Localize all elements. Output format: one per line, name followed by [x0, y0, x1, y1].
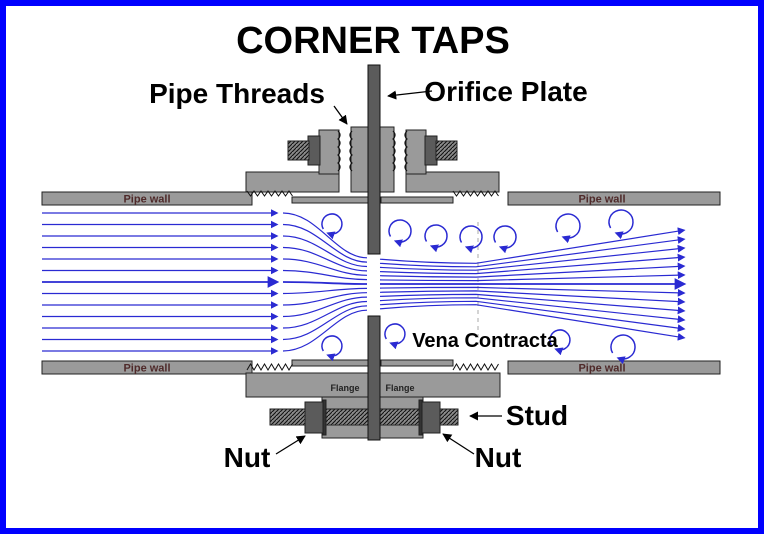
- nut-right-part: [421, 401, 441, 434]
- pipe-wall-lip-bottom-right: [380, 359, 454, 367]
- flow-line-downstream: [379, 253, 686, 275]
- orifice-plate-upper: [367, 64, 381, 255]
- wavy-thread-icon: [392, 130, 396, 172]
- tap-bolt-right-icon: [435, 140, 458, 161]
- tap-fitting-right: [405, 129, 427, 175]
- flow-line-downstream: [379, 236, 686, 268]
- pipe-wall-label-bottom-right: Pipe wall: [578, 363, 625, 375]
- zigzag-thread-icon: [246, 363, 293, 371]
- vena-contracta-label: Vena Contracta: [412, 330, 558, 352]
- flow-line-downstream: [379, 227, 686, 264]
- wavy-thread-icon: [337, 130, 341, 172]
- pipe-wall-label-bottom-left: Pipe wall: [123, 363, 170, 375]
- eddy-swirl-icon: [549, 329, 571, 356]
- flow-line-converging: [282, 246, 368, 272]
- flow-line-downstream: [379, 297, 686, 324]
- orifice-plate-lower: [367, 315, 381, 441]
- flange-thread-marks: [246, 363, 499, 371]
- diagram-title: CORNER TAPS: [236, 20, 510, 62]
- eddy-swirl-icon: [608, 209, 634, 240]
- flow-line-converging: [282, 292, 368, 306]
- eddy-swirl-icon: [384, 323, 406, 350]
- eddy-swirl-icon: [424, 224, 448, 253]
- flow-line-downstream: [379, 286, 686, 297]
- flow-streamlines: [42, 209, 687, 355]
- flow-line-downstream: [379, 262, 686, 278]
- wavy-thread-icon: [349, 130, 353, 172]
- pipe-wall-lip-top-left: [291, 196, 369, 204]
- tap-plug-right: [424, 135, 438, 166]
- pipe-threads-marks: [246, 130, 499, 197]
- orifice-plate: [367, 64, 381, 441]
- pipe-wall-labels: Pipe wall Pipe wall Pipe wall Pipe wall: [123, 194, 625, 375]
- flow-line-downstream: [379, 293, 686, 315]
- nut-left-label: Nut: [224, 442, 271, 473]
- flow-line-converging: [282, 281, 368, 285]
- eddy-swirl-icon: [493, 225, 517, 254]
- flow-line-downstream: [379, 290, 686, 306]
- zigzag-thread-icon: [452, 190, 499, 197]
- nut-left-arrow-icon: [275, 435, 306, 455]
- flow-line-downstream: [379, 304, 686, 341]
- flow-line-converging: [282, 300, 368, 329]
- orifice-plate-label: Orifice Plate: [424, 76, 587, 107]
- annotation-arrows: [275, 90, 502, 455]
- stud-label: Stud: [506, 400, 568, 431]
- pipe-threads-label: Pipe Threads: [149, 78, 325, 109]
- flange-label-left: Flange: [330, 383, 359, 393]
- wavy-thread-icon: [404, 130, 408, 172]
- pipe-wall-lip-top-right: [380, 196, 454, 204]
- nut-right-arrow-icon: [442, 433, 475, 455]
- pipe-wall-bottom-right: [507, 360, 721, 375]
- zigzag-thread-icon: [246, 190, 293, 197]
- eddy-swirls: [321, 209, 636, 365]
- eddy-swirl-icon: [388, 219, 412, 248]
- nut-right-label: Nut: [475, 442, 522, 473]
- flow-line-downstream: [379, 244, 686, 271]
- tap-fitting-left: [318, 129, 340, 175]
- nut-left-part: [304, 401, 324, 434]
- orifice-plate-arrow-icon: [387, 90, 433, 100]
- tap-bolt-left-icon: [287, 140, 310, 161]
- eddy-swirl-icon: [321, 335, 343, 362]
- flow-line-converging: [282, 235, 368, 268]
- flow-line-converging: [282, 309, 368, 352]
- annotations: CORNER TAPS Pipe Threads Orifice Plate V…: [149, 20, 588, 473]
- eddy-swirl-icon: [459, 225, 483, 254]
- pipe-wall-top-left: [41, 191, 253, 206]
- pipe-wall-top-right: [507, 191, 721, 206]
- eddy-swirl-icon: [321, 213, 343, 240]
- flow-line-converging: [282, 296, 368, 318]
- flow-line-downstream: [379, 300, 686, 332]
- flow-line-converging: [282, 223, 368, 263]
- top-tap-assembly: [245, 126, 500, 193]
- flange-labels: Flange Flange: [330, 383, 414, 393]
- eddy-swirl-icon: [610, 334, 636, 365]
- pipe-wall-lip-bottom-left: [291, 359, 369, 367]
- top-flange-right: [405, 171, 500, 193]
- pipe-wall-label-top-left: Pipe wall: [123, 194, 170, 206]
- zigzag-thread-icon: [452, 363, 499, 371]
- flow-line-downstream: [379, 271, 686, 282]
- pipe-threads-arrow-icon: [333, 105, 348, 125]
- tap-plug-left: [307, 135, 321, 166]
- pipe-wall-label-top-right: Pipe wall: [578, 194, 625, 206]
- flow-line-converging: [282, 305, 368, 341]
- flow-line-converging: [282, 258, 368, 276]
- eddy-swirl-icon: [555, 213, 581, 244]
- flow-line-converging: [282, 269, 368, 281]
- flow-line-converging: [282, 287, 368, 295]
- top-flange-left: [245, 171, 340, 193]
- flange-label-right: Flange: [385, 383, 414, 393]
